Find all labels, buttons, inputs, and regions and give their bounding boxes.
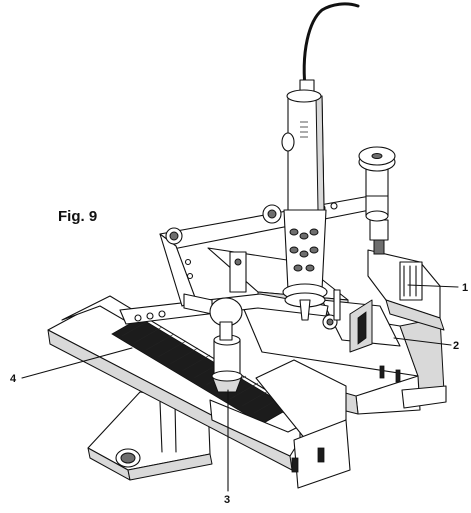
leader-line-1 [407, 284, 459, 288]
callout-label-1: 1 [462, 282, 468, 294]
callout-label-3: 3 [224, 494, 230, 506]
motor-vents [300, 121, 308, 138]
front-cross-rail [255, 359, 351, 489]
tool-support-post [229, 251, 247, 293]
collet-holes [289, 228, 319, 272]
figure-title: Fig. 9 [58, 208, 97, 225]
right-knob-post [358, 146, 396, 222]
router-motor [281, 2, 360, 321]
callout-label-2: 2 [453, 340, 459, 352]
left-knob-post [209, 297, 243, 393]
callout-label-4: 4 [10, 373, 17, 385]
right-clamp-bracket [367, 219, 445, 331]
leader-line-4 [21, 347, 133, 379]
leader-lines [21, 284, 459, 492]
leader-line-2 [393, 337, 452, 346]
